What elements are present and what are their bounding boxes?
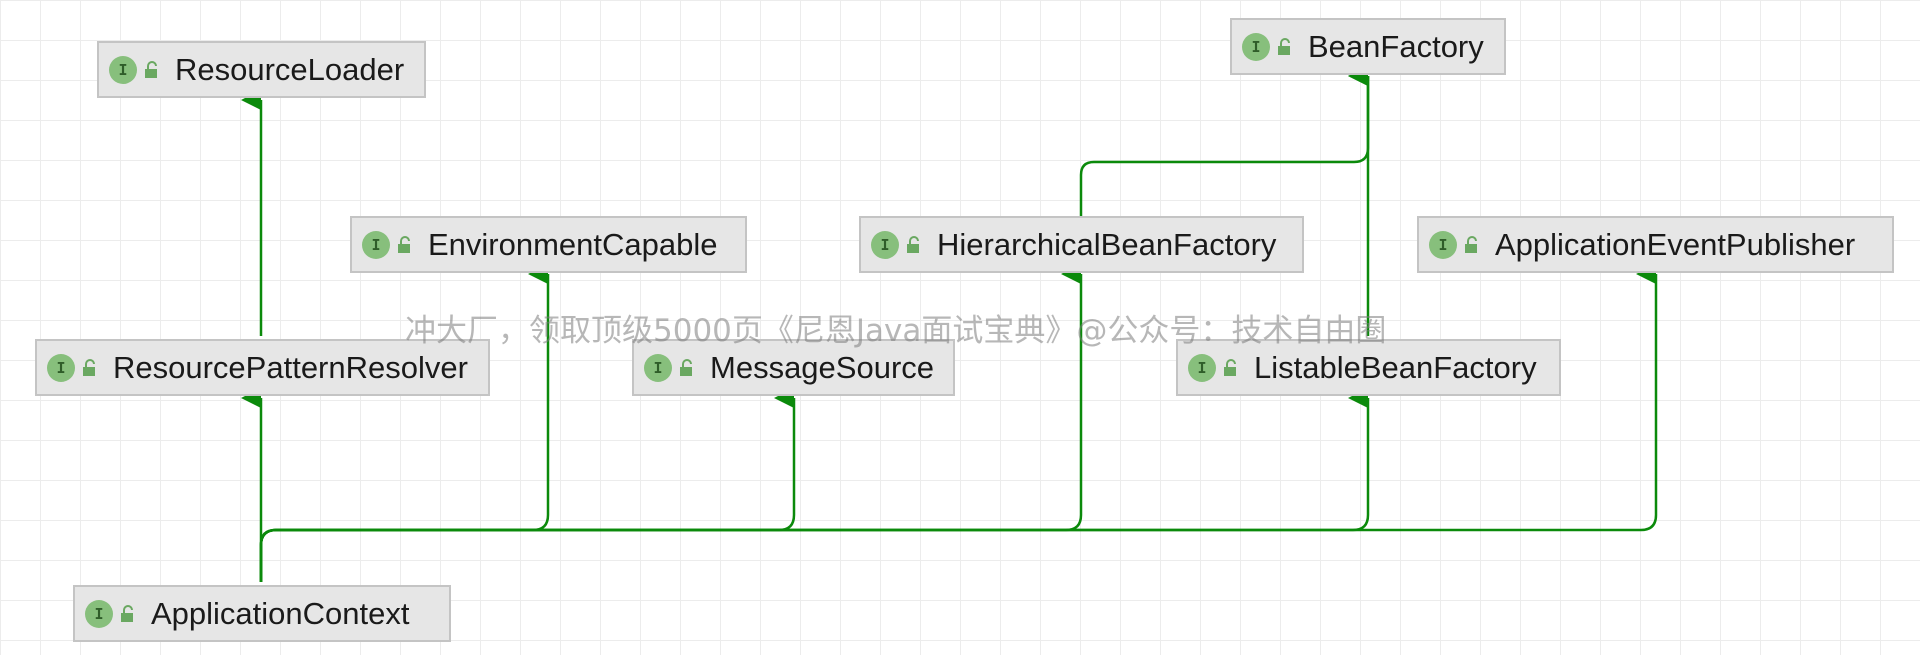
node-label: ListableBeanFactory — [1254, 349, 1537, 385]
watermark-text: 冲大厂，领取顶级5000页《尼恩Java面试宝典》@公众号：技术自由圈 — [405, 313, 1387, 349]
node-label: EnvironmentCapable — [428, 226, 718, 262]
node-applicationeventpublisher[interactable]: I ApplicationEventPublisher — [1417, 216, 1894, 273]
node-label: MessageSource — [710, 349, 935, 385]
edge-applicationcontext-listablebeanfactory — [259, 388, 1370, 582]
node-label: ApplicationEventPublisher — [1495, 226, 1856, 262]
node-resourcepatternresolver[interactable]: I ResourcePatternResolver — [35, 339, 490, 396]
interface-icon: I — [85, 599, 113, 628]
interface-icon: I — [644, 353, 672, 382]
edge-applicationcontext-applicationeventpublisher — [259, 264, 1658, 582]
edge-hierarchicalbeanfactory-beanfactory — [1079, 66, 1370, 216]
node-environmentcapable[interactable]: I EnvironmentCapable — [350, 216, 747, 273]
interface-icon: I — [1242, 32, 1270, 61]
interface-icon: I — [1429, 230, 1457, 259]
node-resourceloader[interactable]: I ResourceLoader — [97, 41, 426, 98]
public-lock-icon — [1465, 235, 1477, 253]
interface-icon: I — [1188, 353, 1216, 382]
node-messagesource[interactable]: I MessageSource — [632, 339, 955, 396]
public-lock-icon — [83, 358, 95, 376]
node-listablebeanfactory[interactable]: I ListableBeanFactory — [1176, 339, 1561, 396]
public-lock-icon — [121, 604, 133, 622]
node-label: ApplicationContext — [151, 595, 410, 631]
edge-applicationcontext-messagesource — [259, 388, 796, 582]
interface-icon: I — [871, 230, 899, 259]
interface-icon: I — [362, 230, 390, 259]
public-lock-icon — [1278, 37, 1290, 55]
public-lock-icon — [680, 358, 692, 376]
node-label: ResourcePatternResolver — [113, 349, 468, 385]
node-applicationcontext[interactable]: I ApplicationContext — [73, 585, 451, 642]
public-lock-icon — [145, 60, 157, 78]
node-label: BeanFactory — [1308, 28, 1484, 64]
node-beanfactory[interactable]: I BeanFactory — [1230, 18, 1506, 75]
public-lock-icon — [398, 235, 410, 253]
node-label: ResourceLoader — [175, 51, 405, 87]
public-lock-icon — [1224, 358, 1236, 376]
interface-icon: I — [109, 55, 137, 84]
node-hierarchicalbeanfactory[interactable]: I HierarchicalBeanFactory — [859, 216, 1304, 273]
interface-icon: I — [47, 353, 75, 382]
public-lock-icon — [907, 235, 919, 253]
node-label: HierarchicalBeanFactory — [937, 226, 1277, 262]
